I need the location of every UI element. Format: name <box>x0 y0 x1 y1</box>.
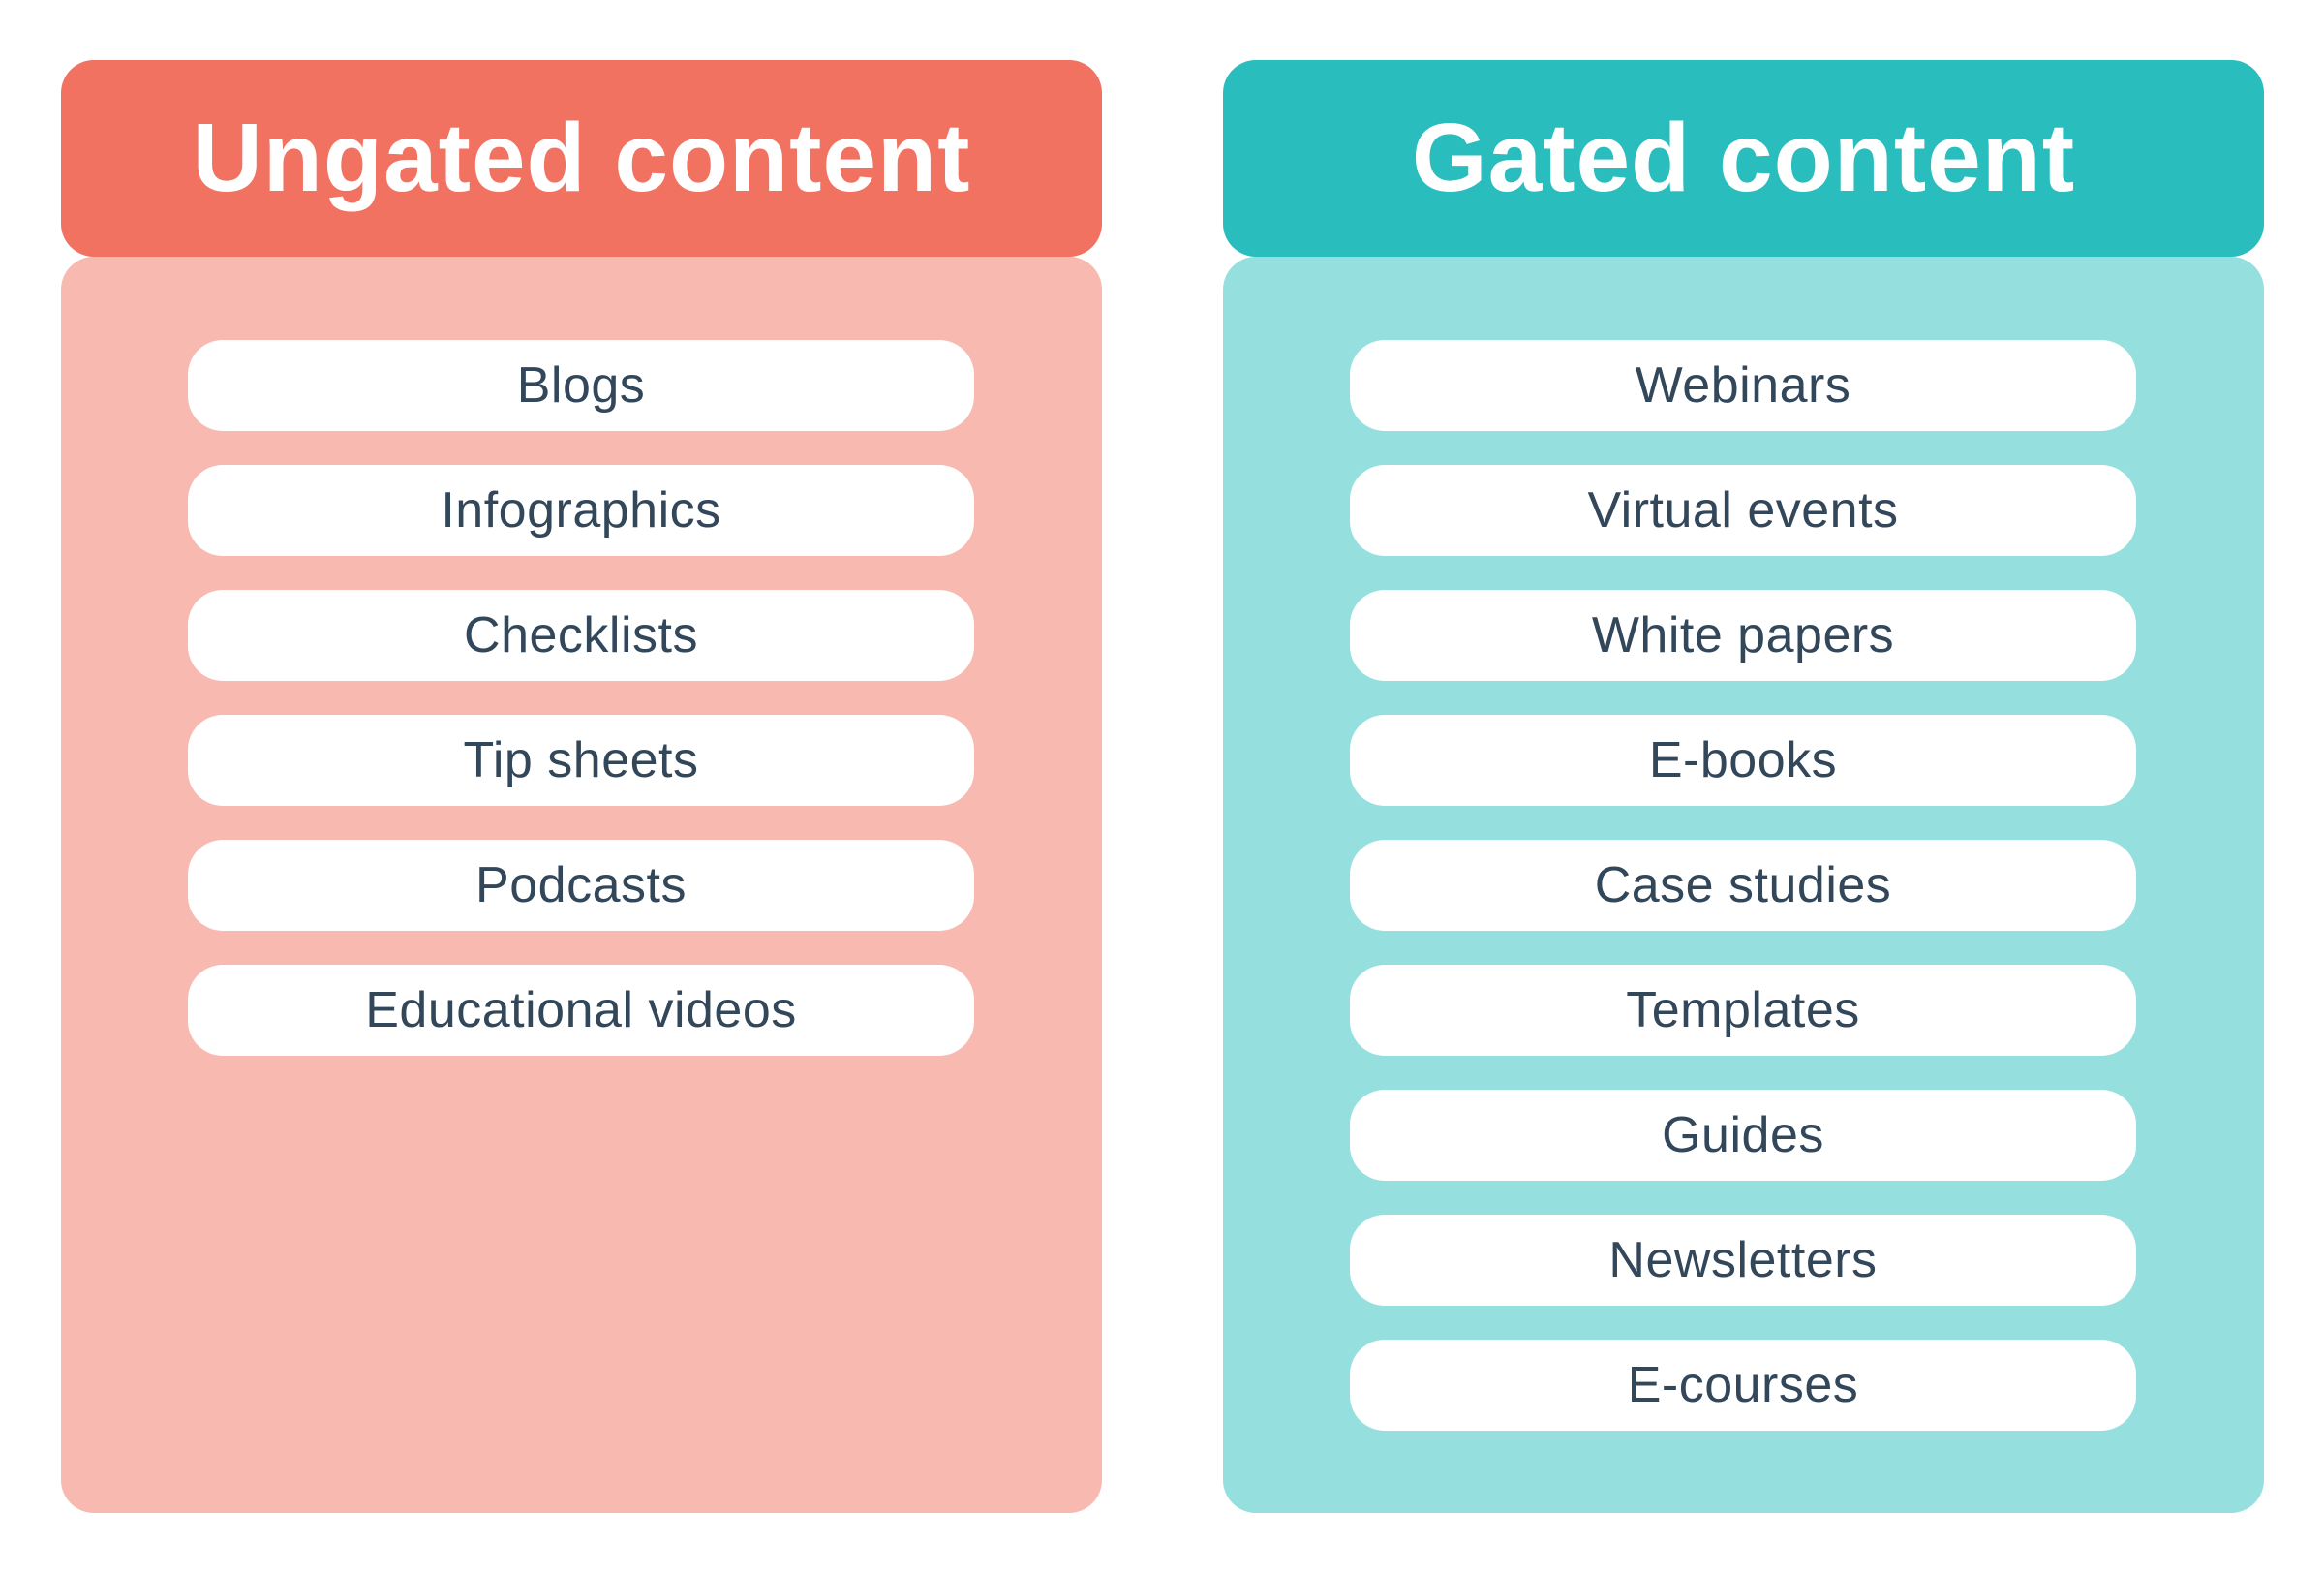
list-item-label: E-books <box>1648 732 1838 788</box>
ungated-column: Ungated content Blogs Infographics Check… <box>61 60 1102 1513</box>
list-item: Podcasts <box>188 840 974 931</box>
list-item: Infographics <box>188 465 974 556</box>
list-item: Templates <box>1350 965 2136 1056</box>
list-item-label: Checklists <box>464 607 698 664</box>
list-item-label: Tip sheets <box>463 732 699 788</box>
list-item: Case studies <box>1350 840 2136 931</box>
list-item-label: Case studies <box>1594 857 1892 913</box>
list-item-label: Webinars <box>1635 357 1851 414</box>
list-item-label: Educational videos <box>365 982 797 1038</box>
list-item-label: Blogs <box>516 357 646 414</box>
list-item: Checklists <box>188 590 974 681</box>
list-item: Newsletters <box>1350 1215 2136 1306</box>
gated-list: Webinars Virtual events White papers E-b… <box>1223 257 2264 1513</box>
list-item-label: Templates <box>1626 982 1860 1038</box>
list-item: Virtual events <box>1350 465 2136 556</box>
gated-column: Gated content Webinars Virtual events Wh… <box>1223 60 2264 1513</box>
ungated-header: Ungated content <box>61 60 1102 257</box>
list-item-label: White papers <box>1591 607 1895 664</box>
list-item-label: Guides <box>1662 1107 1824 1163</box>
list-item-label: Infographics <box>441 482 721 539</box>
ungated-list: Blogs Infographics Checklists Tip sheets… <box>61 257 1102 1513</box>
list-item: Webinars <box>1350 340 2136 431</box>
gated-header: Gated content <box>1223 60 2264 257</box>
ungated-title: Ungated content <box>192 104 971 212</box>
list-item: Guides <box>1350 1090 2136 1181</box>
list-item: Educational videos <box>188 965 974 1056</box>
list-item-label: Virtual events <box>1587 482 1899 539</box>
list-item: E-courses <box>1350 1340 2136 1431</box>
list-item: Blogs <box>188 340 974 431</box>
gated-title: Gated content <box>1411 104 2076 212</box>
list-item: White papers <box>1350 590 2136 681</box>
list-item-label: Podcasts <box>475 857 687 913</box>
list-item: Tip sheets <box>188 715 974 806</box>
list-item-label: Newsletters <box>1608 1232 1878 1288</box>
list-item: E-books <box>1350 715 2136 806</box>
list-item-label: E-courses <box>1627 1357 1859 1413</box>
